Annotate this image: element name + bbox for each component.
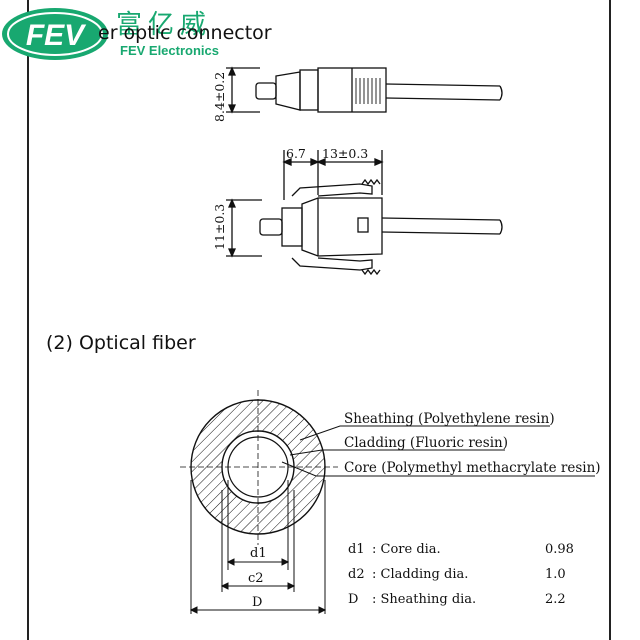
fev-logo: FEV bbox=[2, 8, 108, 60]
frame-left-line bbox=[27, 0, 29, 640]
brand-name-en: FEV Electronics bbox=[120, 43, 219, 58]
spec-symbol: D bbox=[348, 592, 358, 607]
dim-label-d3: D bbox=[252, 595, 262, 610]
diameter-dimensions bbox=[189, 480, 327, 614]
spec-table: d1 : Core dia. 0.98 d2 : Cladding dia. 1… bbox=[348, 542, 574, 607]
dim-width-a: 6.7 bbox=[286, 146, 306, 161]
dim-height-side: 11±0.3 bbox=[212, 204, 227, 250]
logo-text: FEV bbox=[26, 19, 87, 52]
dim-label-d2: c2 bbox=[248, 571, 264, 586]
dim-width-b: 13±0.3 bbox=[322, 146, 368, 161]
section-title-connector: er optic connector bbox=[98, 22, 272, 44]
spec-value: 1.0 bbox=[545, 567, 566, 582]
dim-label-d1: d1 bbox=[250, 546, 267, 561]
callout-core: Core (Polymethyl methacrylate resin) bbox=[344, 460, 601, 476]
spec-symbol: d2 bbox=[348, 567, 365, 582]
spec-value: 2.2 bbox=[545, 592, 566, 607]
spec-text: : Core dia. bbox=[372, 542, 441, 557]
callout-leaders bbox=[281, 425, 595, 477]
frame-right-line bbox=[609, 0, 611, 640]
spec-symbol: d1 bbox=[348, 542, 365, 557]
callout-cladding: Cladding (Fluoric resin) bbox=[344, 435, 508, 451]
fiber-cross-section bbox=[180, 390, 338, 545]
callout-sheathing: Sheathing (Polyethylene resin) bbox=[344, 411, 555, 427]
spec-text: : Sheathing dia. bbox=[372, 592, 476, 607]
spec-text: : Cladding dia. bbox=[372, 567, 468, 582]
connector-top-view bbox=[226, 66, 503, 114]
brand-name-cn: 富亿威 bbox=[116, 10, 213, 40]
dim-height-top: 8.4±0.2 bbox=[212, 72, 227, 122]
connector-side-view bbox=[226, 150, 503, 276]
section-title-optical-fiber: (2) Optical fiber bbox=[46, 332, 196, 354]
spec-value: 0.98 bbox=[545, 542, 574, 557]
